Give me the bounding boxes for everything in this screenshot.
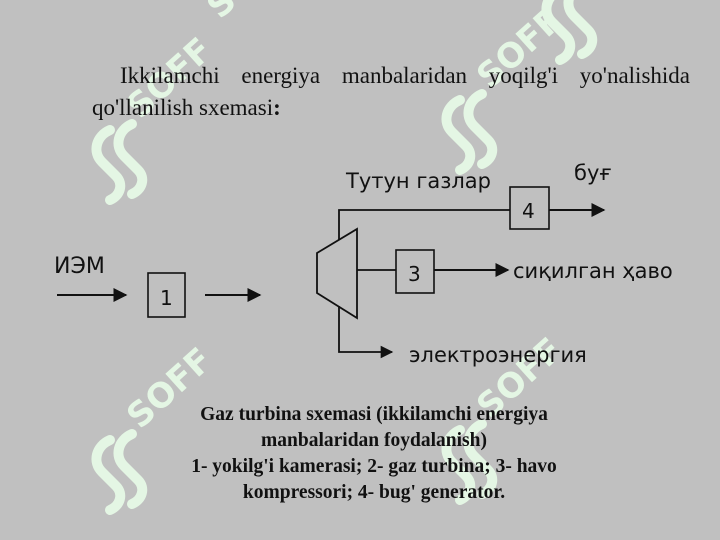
diagram-caption: Gaz turbina sxemasi (ikkilamchi energiya… (100, 402, 648, 506)
slide-heading: Ikkilamchi energiya manbalaridan yoqilg'… (92, 60, 690, 124)
steam-label: буғ (574, 161, 612, 185)
electricity-label: электроэнергия (409, 343, 587, 367)
caption-line: 1- yokilg'i kamerasi; 2- gaz turbina; 3-… (191, 456, 557, 477)
box-1-combustion-chamber (147, 272, 186, 318)
box-4-label: 4 (522, 199, 535, 223)
caption-line: kompressori; 4- bug' generator. (242, 482, 506, 503)
electricity-line (338, 306, 394, 359)
gas-turbine-shape (316, 227, 358, 320)
input-label: ИЭМ (54, 254, 105, 279)
box-1-label: 1 (160, 286, 173, 310)
caption-line: Gaz turbina sxemasi (ikkilamchi energiya (200, 404, 548, 425)
caption-line: manbalaridan foydalanish) (261, 430, 487, 451)
box-3-label: 3 (408, 262, 421, 286)
heading-colon: : (273, 95, 281, 120)
heading-text: Ikkilamchi energiya manbalaridan yoqilg'… (92, 63, 690, 120)
box-3-air-compressor (395, 249, 435, 294)
compressed-air-label: сиқилган ҳаво (513, 259, 673, 283)
flue-gas-label: Тутун газлар (345, 169, 491, 193)
flue-gas-line (338, 209, 510, 240)
box-4-steam-generator (509, 186, 550, 230)
